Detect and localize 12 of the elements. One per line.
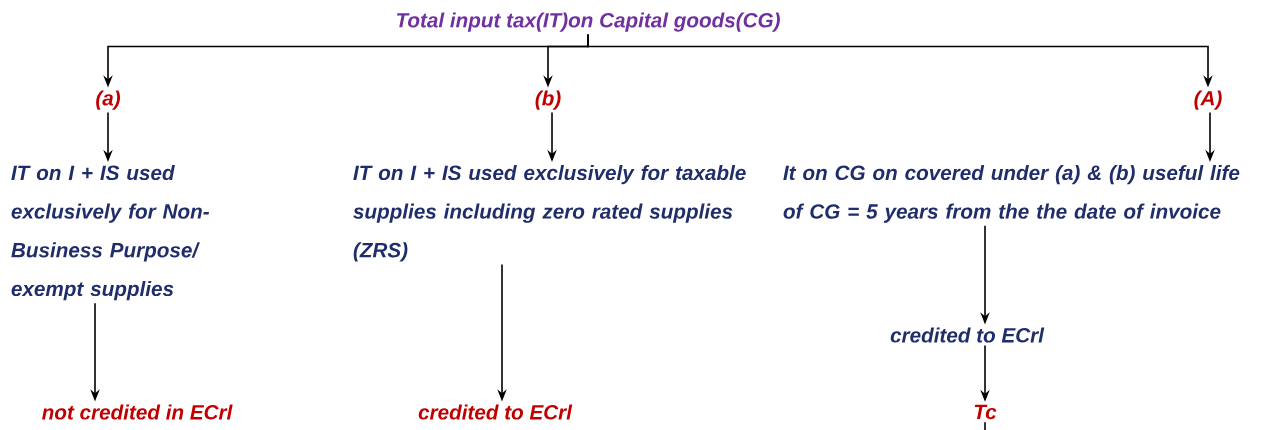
description-text: It on CG on covered under (a) & (b) useful life of CG = 5 years from the the date of invoice	[783, 164, 1240, 223]
outcome-text: Tc	[974, 404, 997, 420]
outcome-text: not credited in ECrl	[42, 404, 233, 420]
description-text: IT on I + IS used exclusively for Non-Business Purpose/ exempt supplies	[11, 164, 209, 301]
description-text: IT on I + IS used exclusively for taxable supplies including zero rated supplies (ZRS)	[353, 164, 746, 262]
branch-label: (a)	[96, 90, 121, 110]
branch-label: (A)	[1194, 90, 1222, 110]
outcome-text: credited to ECrl	[890, 327, 1045, 343]
outcome-text: credited to ECrl	[418, 404, 573, 420]
connector-line	[984, 421, 986, 430]
diagram-title: Total input tax(IT)on Capital goods(CG)	[397, 12, 780, 32]
branch-label: (b)	[535, 90, 561, 110]
